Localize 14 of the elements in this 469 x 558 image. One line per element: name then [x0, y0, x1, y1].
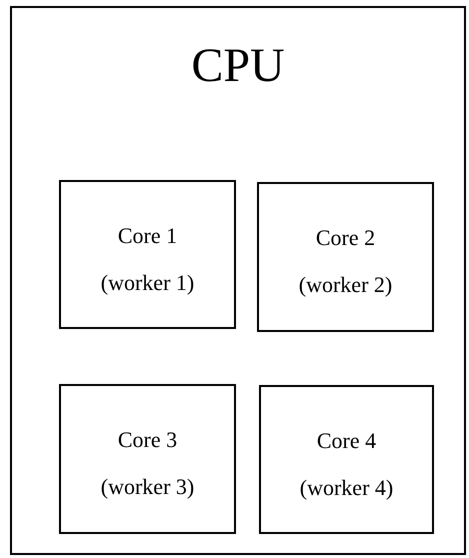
core-label: Core 1: [116, 222, 178, 250]
worker-label: (worker 1): [100, 269, 196, 297]
core-box: [259, 385, 434, 534]
cpu-box: [10, 6, 466, 555]
core-box: [257, 182, 434, 332]
core-label: Core 3: [116, 426, 178, 454]
core-box: [59, 384, 236, 534]
worker-label: (worker 4): [298, 474, 394, 502]
core-box: [59, 180, 236, 329]
worker-label: (worker 2): [298, 271, 394, 299]
core-label: Core 4: [316, 427, 378, 455]
title-text: CPU: [190, 38, 286, 94]
worker-label: (worker 3): [100, 473, 196, 501]
core-label: Core 2: [314, 224, 376, 252]
